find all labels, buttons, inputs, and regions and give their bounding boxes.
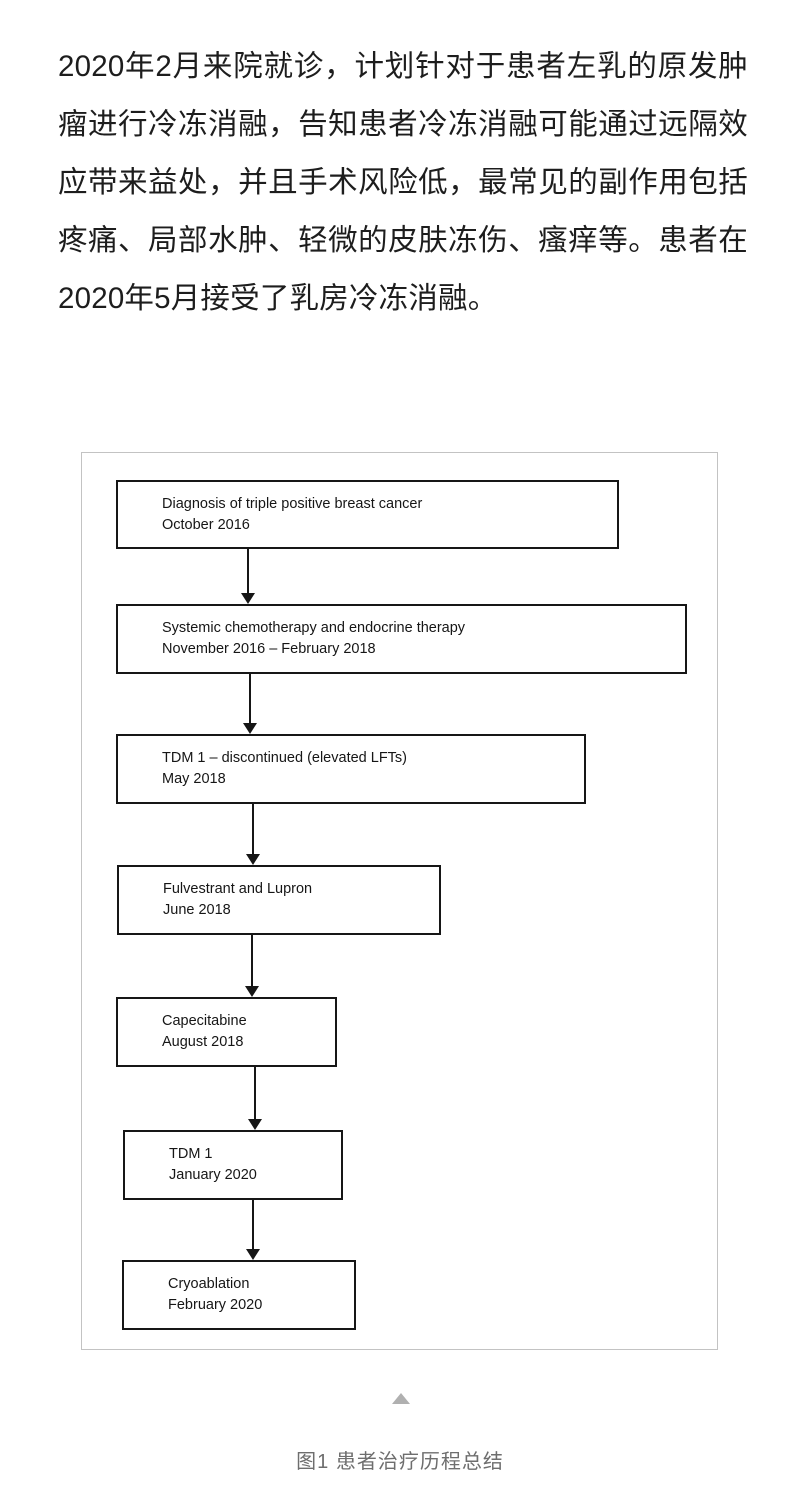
- flow-node-3-label: TDM 1 – discontinued (elevated LFTs): [162, 750, 407, 766]
- flow-arrow-5-head: [248, 1119, 262, 1130]
- flow-arrow-6-shaft: [252, 1200, 254, 1249]
- flow-arrow-1-head: [241, 593, 255, 604]
- flow-node-7-date: February 2020: [168, 1297, 263, 1313]
- triangle-up-icon[interactable]: [392, 1393, 410, 1404]
- flow-node-5-date: August 2018: [162, 1034, 244, 1050]
- flow-node-4-date: June 2018: [163, 902, 231, 918]
- flow-arrow-3: [246, 804, 260, 865]
- flow-node-1: Diagnosis of triple positive breast canc…: [116, 480, 619, 549]
- flow-node-1-date: October 2016: [162, 517, 250, 533]
- flow-node-1-label: Diagnosis of triple positive breast canc…: [162, 496, 423, 512]
- flow-node-2-date: November 2016 – February 2018: [162, 641, 376, 657]
- figure-frame: Diagnosis of triple positive breast canc…: [81, 452, 718, 1350]
- flow-node-5: Capecitabine August 2018: [116, 997, 337, 1067]
- figure-caption: 图1 患者治疗历程总结: [296, 1451, 504, 1473]
- flow-arrow-4: [245, 935, 259, 997]
- flow-arrow-4-head: [245, 986, 259, 997]
- flow-arrow-6: [246, 1200, 260, 1260]
- flow-node-4-label: Fulvestrant and Lupron: [163, 881, 313, 897]
- flow-arrow-1-shaft: [247, 549, 249, 593]
- flow-node-6-label: TDM 1: [169, 1146, 213, 1162]
- flow-arrow-5: [248, 1067, 262, 1130]
- flow-arrow-4-shaft: [251, 935, 253, 986]
- flow-node-7-label: Cryoablation: [168, 1276, 250, 1292]
- flow-node-2-label: Systemic chemotherapy and endocrine ther…: [162, 620, 466, 636]
- flow-node-6-date: January 2020: [169, 1167, 257, 1183]
- flow-node-4: Fulvestrant and Lupron June 2018: [117, 865, 441, 935]
- flow-node-7: Cryoablation February 2020: [122, 1260, 356, 1330]
- flow-arrow-1: [241, 549, 255, 604]
- flow-arrow-5-shaft: [254, 1067, 256, 1119]
- flow-node-5-label: Capecitabine: [162, 1013, 247, 1029]
- flow-arrow-6-head: [246, 1249, 260, 1260]
- flow-node-3: TDM 1 – discontinued (elevated LFTs) May…: [116, 734, 586, 804]
- article-paragraph: 2020年2月来院就诊，计划针对于患者左乳的原发肿瘤进行冷冻消融，告知患者冷冻消…: [58, 50, 748, 315]
- flow-arrow-2-shaft: [249, 674, 251, 723]
- flow-arrow-2-head: [243, 723, 257, 734]
- flow-arrow-3-shaft: [252, 804, 254, 854]
- flow-node-6: TDM 1 January 2020: [123, 1130, 343, 1200]
- flow-arrow-3-head: [246, 854, 260, 865]
- flow-arrow-2: [243, 674, 257, 734]
- flow-node-3-date: May 2018: [162, 771, 226, 787]
- flow-node-2: Systemic chemotherapy and endocrine ther…: [116, 604, 687, 674]
